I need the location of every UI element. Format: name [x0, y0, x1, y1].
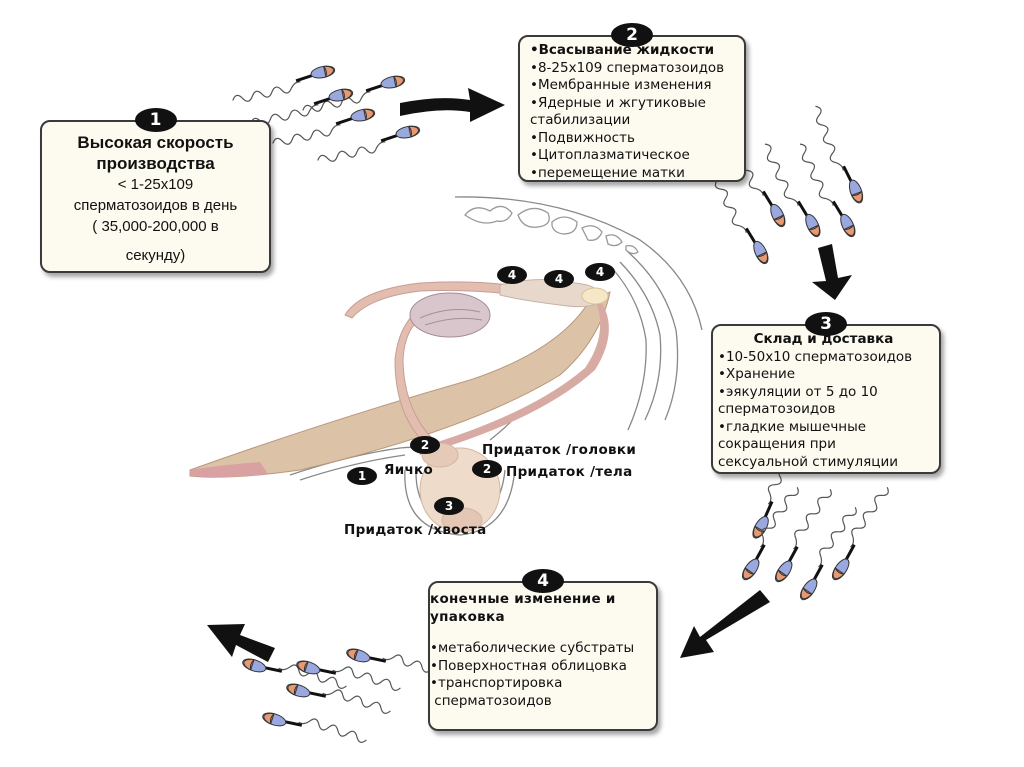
step-2-line: •Подвижность — [530, 129, 635, 146]
step-4-line: •транспортировка — [430, 675, 563, 691]
step-3-line: •гладкие мышечные — [718, 418, 867, 435]
epididymis-tail-label: Придаток /хвоста — [344, 522, 487, 538]
step-4-box: 4 конечные изменение и упаковка •метабол… — [428, 569, 658, 731]
step-3-title: Склад и доставка — [753, 331, 894, 347]
step-3-line: сексуальной стимуляции — [718, 453, 899, 470]
step-2-box: 2 •Всасывание жидкости •8-25x109 спермат… — [518, 23, 746, 182]
epididymis-head-label: Придаток /головки — [482, 442, 637, 458]
gland-badge: 4 — [497, 266, 527, 284]
step-4-badge: 4 — [522, 569, 564, 593]
arrow-2-to-3 — [812, 244, 852, 300]
step-2-line: •Всасывание жидкости — [530, 42, 715, 58]
step-4-line: •Поверхностная облицовка — [430, 657, 627, 674]
step-4-line: •метаболические субстраты — [430, 640, 635, 656]
gland-badge: 4 — [544, 270, 574, 288]
epididymis-head-badge: 2 — [410, 436, 440, 454]
step-1-title-line: Высокая скорость — [77, 133, 234, 152]
epididymis-tail-badge: 3 — [434, 497, 464, 515]
sperm-group-4 — [239, 637, 454, 756]
step-1-title-line: производства — [96, 154, 215, 173]
step-3-line: •эякуляции от 5 до 10 — [718, 383, 878, 400]
step-4-title-line: конечные изменение и — [430, 591, 616, 607]
step-4-title-line: упаковка — [430, 608, 505, 625]
vertebrae — [464, 205, 639, 255]
step-1-body-line: сперматозоидов в день — [73, 197, 238, 214]
step-2-line: •Цитоплазматическое — [530, 147, 690, 163]
step-3-badge: 3 — [805, 312, 847, 336]
step-1-body-line: секунду) — [125, 247, 186, 264]
step-2-line: •Мембранные изменения — [530, 77, 712, 93]
testis-badge: 1 — [347, 467, 377, 485]
step-3-line: сперматозоидов — [718, 401, 836, 417]
step-3-line: сокращения при — [718, 436, 836, 452]
step-2-line: стабилизации — [530, 112, 631, 128]
step-3-line: •Хранение — [718, 366, 796, 382]
gland-badge: 4 — [585, 263, 615, 281]
step-2-line: •Ядерные и жгутиковые — [530, 94, 706, 111]
step-3-line: •10-50x10 сперматозоидов — [718, 348, 913, 365]
step-2-line: •перемещение матки — [530, 164, 685, 181]
arrow-4-out — [207, 624, 275, 662]
reproductive-organs — [189, 278, 611, 533]
epididymis-body-badge: 2 — [472, 460, 502, 478]
arrow-1-to-2 — [400, 88, 505, 122]
step-1-body-line: < 1-25x109 — [117, 176, 194, 193]
step-4-line: сперматозоидов — [430, 692, 552, 709]
step-1-badge: 1 — [134, 108, 177, 132]
step-2-badge: 2 — [611, 23, 653, 47]
step-3-box: 3 Склад и доставка •10-50x10 сперматозои… — [711, 312, 941, 474]
step-1-box: 1 Высокая скорость производства < 1-25x1… — [40, 108, 271, 273]
epididymis-body-label: Придаток /тела — [506, 464, 633, 480]
testis-label: Яичко — [384, 462, 434, 478]
step-1-body-line: ( 35,000-200,000 в — [92, 218, 219, 235]
step-2-line: •8-25x109 сперматозоидов — [530, 59, 725, 76]
arrow-3-to-4 — [680, 590, 770, 658]
